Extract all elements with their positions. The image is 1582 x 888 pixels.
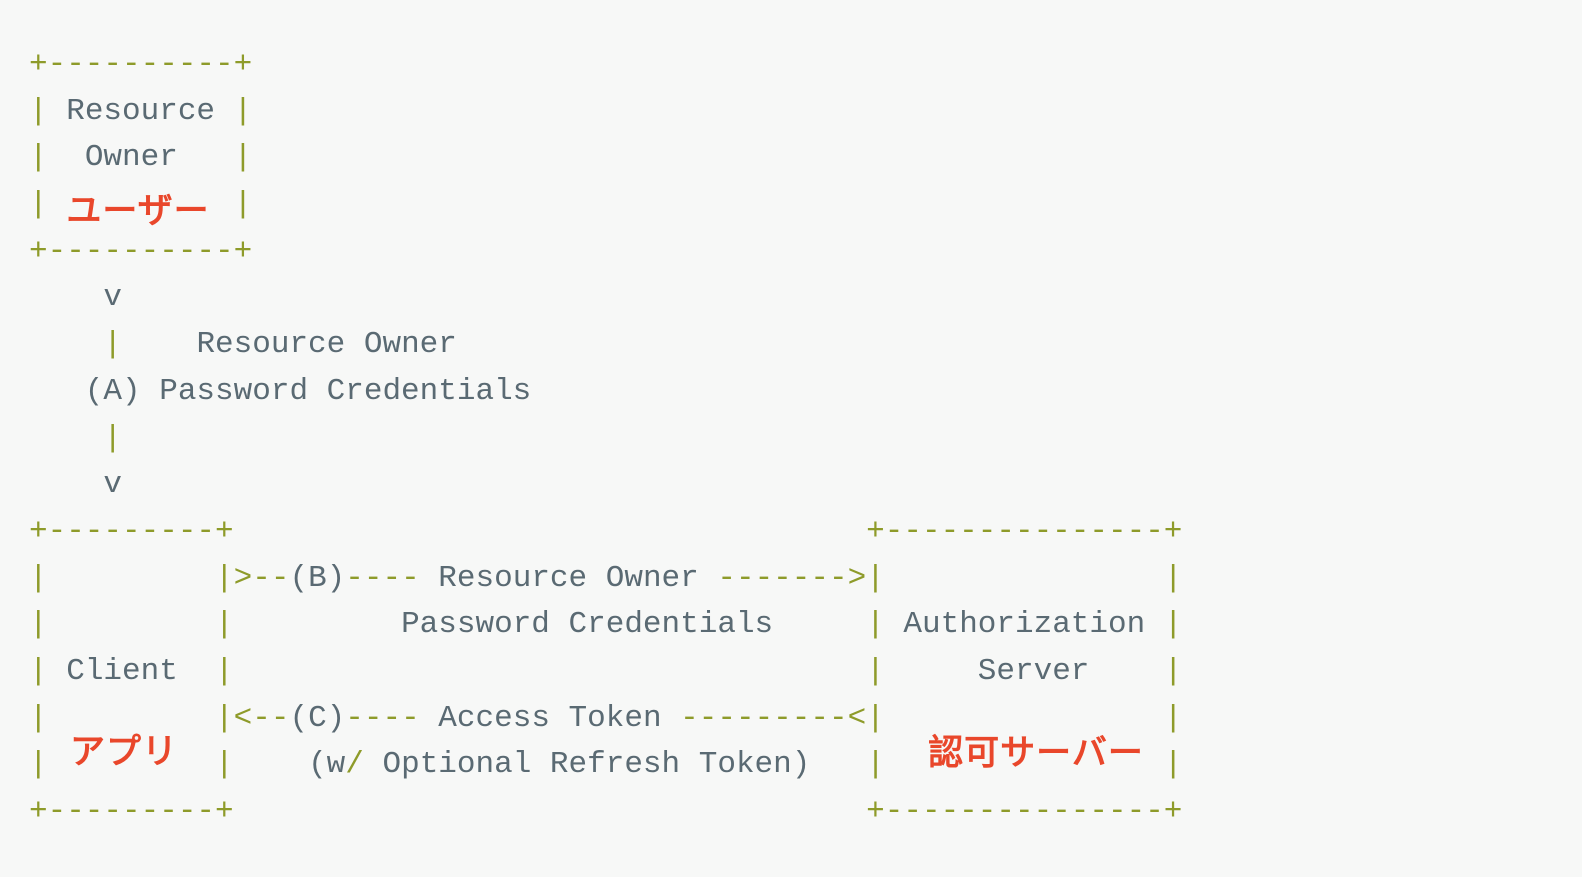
ascii-border-segment: | — [866, 607, 885, 643]
ascii-border-segment: | — [1163, 700, 1183, 736]
ascii-text-segment: Access Token — [419, 700, 681, 736]
ascii-text-segment: v — [29, 280, 123, 316]
ascii-border-segment: | — [233, 93, 253, 129]
ascii-text-segment — [234, 514, 867, 549]
ascii-border-segment: |<-- — [215, 700, 290, 736]
ascii-text-segment — [48, 561, 215, 596]
ascii-line: +---------+ +---------------+ — [29, 789, 1182, 836]
ascii-border-segment: | — [1163, 747, 1183, 783]
ascii-line: | Owner | — [29, 135, 1182, 182]
ascii-line: +----------+ — [29, 229, 1182, 276]
ascii-border-segment: | — [215, 653, 234, 689]
resource-owner-japanese-label: ユーザー — [66, 191, 210, 232]
ascii-border-segment: ---- — [345, 560, 420, 596]
ascii-diagram: +----------+| Resource || Owner || |+---… — [29, 42, 1182, 836]
ascii-border-segment: | — [1163, 653, 1183, 689]
ascii-text-segment: Resource Owner — [122, 327, 457, 363]
ascii-text-segment: (B) — [289, 560, 346, 596]
ascii-border-segment: | — [29, 653, 48, 689]
ascii-text-segment — [48, 607, 215, 642]
ascii-text-segment: Resource — [47, 93, 234, 129]
ascii-border-segment: ---------<| — [680, 700, 885, 736]
ascii-line: +----------+ — [29, 42, 1182, 89]
ascii-line: | | — [29, 182, 1182, 229]
ascii-text-segment: Optional Refresh Token) — [363, 747, 867, 783]
ascii-line: | |>--(B)---- Resource Owner ------->| | — [29, 556, 1182, 603]
ascii-line: | | Password Credentials | Authorization… — [29, 602, 1182, 649]
ascii-line: v — [29, 462, 1182, 509]
ascii-line: | — [29, 416, 1182, 463]
ascii-text-segment: (C) — [289, 700, 346, 736]
ascii-border-segment: | — [103, 420, 123, 456]
ascii-line: (A) Password Credentials — [29, 369, 1182, 416]
ascii-border-segment: | — [29, 93, 48, 129]
ascii-line: | Resource | — [29, 89, 1182, 136]
ascii-border-segment: +----------+ — [29, 47, 253, 82]
ascii-text-segment — [29, 421, 103, 456]
auth-server-japanese-label: 認可サーバー — [928, 733, 1144, 774]
ascii-line: | |<--(C)---- Access Token ---------<| | — [29, 696, 1182, 743]
ascii-border-segment: | — [29, 747, 48, 783]
ascii-border-segment: | — [29, 700, 48, 736]
ascii-border-segment: +----------+ — [29, 233, 253, 269]
ascii-border-segment: | — [866, 653, 885, 689]
ascii-text-segment: Password Credentials — [233, 607, 867, 643]
ascii-border-segment: | — [29, 187, 48, 223]
ascii-border-segment: | — [1163, 607, 1183, 643]
ascii-border-segment: | — [215, 747, 234, 783]
ascii-text-segment: Authorization — [884, 607, 1164, 643]
ascii-border-segment: +---------------+ — [866, 513, 1183, 549]
ascii-border-segment: | — [233, 187, 253, 223]
ascii-border-segment: | — [1163, 560, 1183, 596]
ascii-border-segment: | — [215, 607, 234, 643]
ascii-border-segment: | — [29, 607, 48, 643]
ascii-border-segment: ---- — [345, 700, 420, 736]
ascii-text-segment — [234, 654, 867, 689]
ascii-border-segment: | — [29, 140, 48, 176]
ascii-text-segment: Server — [884, 653, 1164, 689]
ascii-line: v — [29, 275, 1182, 322]
ascii-border-segment: | — [866, 747, 885, 783]
ascii-border-segment: ------->| — [717, 560, 885, 596]
ascii-border-segment: | — [29, 560, 48, 596]
ascii-text-segment: Resource Owner — [419, 560, 718, 596]
ascii-line: | Resource Owner — [29, 322, 1182, 369]
ascii-border-segment: / — [345, 747, 364, 783]
client-japanese-label: アプリ — [69, 732, 179, 773]
ascii-border-segment: | — [103, 327, 123, 363]
ascii-border-segment: +---------+ — [29, 513, 234, 549]
ascii-border-segment: | — [233, 140, 253, 176]
ascii-line: +---------+ +---------------+ — [29, 509, 1182, 556]
ascii-text-segment: v — [29, 467, 123, 503]
ascii-text-segment — [29, 327, 103, 362]
ascii-line: | | (w/ Optional Refresh Token) | | — [29, 742, 1182, 789]
ascii-text-segment: Client — [47, 653, 216, 689]
ascii-text-segment — [885, 561, 1164, 596]
ascii-line: | Client | | Server | — [29, 649, 1182, 696]
ascii-border-segment: |>-- — [215, 560, 290, 596]
ascii-border-segment: +---------+ — [29, 794, 234, 829]
ascii-text-segment: (w — [233, 747, 346, 783]
ascii-border-segment: +---------------+ — [866, 794, 1183, 829]
ascii-text-segment — [234, 794, 867, 829]
ascii-text-segment: Owner — [47, 140, 234, 176]
ascii-text-segment: (A) Password Credentials — [29, 373, 532, 409]
